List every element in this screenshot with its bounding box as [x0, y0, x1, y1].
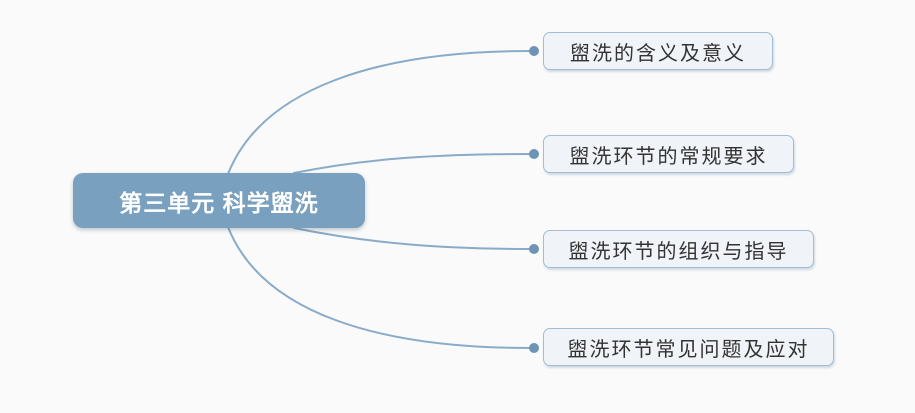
- topic-node-requirements[interactable]: 盥洗环节的常规要求: [543, 135, 794, 173]
- topic-node-label: 盥洗环节的组织与指导: [568, 240, 789, 263]
- topic-node-label: 盥洗环节的常规要求: [569, 145, 768, 168]
- connector-dot-2: [529, 149, 539, 159]
- connector-curve-2: [293, 153, 530, 174]
- topic-node-organization[interactable]: 盥洗环节的组织与指导: [543, 230, 814, 268]
- connector-dot-1: [529, 46, 539, 56]
- root-topic-node[interactable]: 第三单元 科学盥洗: [73, 173, 365, 228]
- connector-curve-4: [227, 226, 530, 349]
- root-topic-label: 第三单元 科学盥洗: [119, 189, 319, 216]
- topic-node-label: 盥洗环节常见问题及应对: [567, 338, 810, 361]
- connector-curve-3: [293, 227, 530, 250]
- topic-node-problems[interactable]: 盥洗环节常见问题及应对: [543, 328, 834, 366]
- connector-dot-4: [529, 343, 539, 353]
- connector-curve-1: [227, 50, 530, 175]
- topic-node-meaning[interactable]: 盥洗的含义及意义: [543, 32, 773, 70]
- topic-node-label: 盥洗的含义及意义: [570, 42, 746, 65]
- connector-dot-3: [529, 244, 539, 254]
